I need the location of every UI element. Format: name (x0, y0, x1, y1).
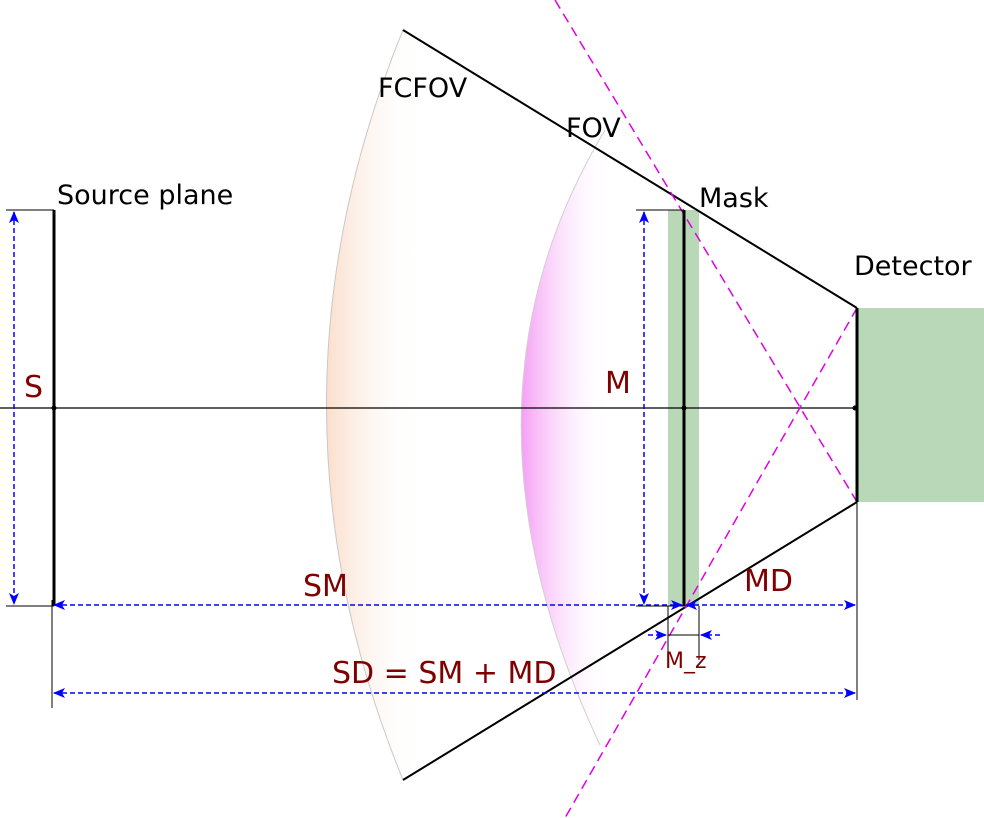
fcfov-label: FCFOV (378, 73, 468, 104)
mask-label: Mask (699, 183, 769, 214)
fcfov-lower-line (402, 501, 858, 781)
detector-block (857, 308, 984, 502)
fov-arc-edge (520, 129, 606, 746)
fcfov-upper-line (402, 29, 858, 309)
fov-arc-band (521, 130, 670, 745)
s-label: S (24, 370, 43, 405)
fov-dashed-line-1 (554, 0, 858, 503)
m-label: M (605, 366, 631, 401)
fcfov-arc-edge (326, 29, 404, 781)
fcfov-arc-band (326, 30, 605, 780)
detector-label: Detector (854, 251, 973, 282)
md-label: MD (744, 564, 793, 599)
fov-label: FOV (566, 113, 621, 144)
fov-dashed-line-2 (564, 307, 858, 818)
sm-label: SM (303, 569, 348, 604)
source-plane-label: Source plane (57, 180, 233, 211)
sd-equation-label: SD = SM + MD (332, 656, 556, 691)
m-z-label: M_z (665, 649, 707, 674)
